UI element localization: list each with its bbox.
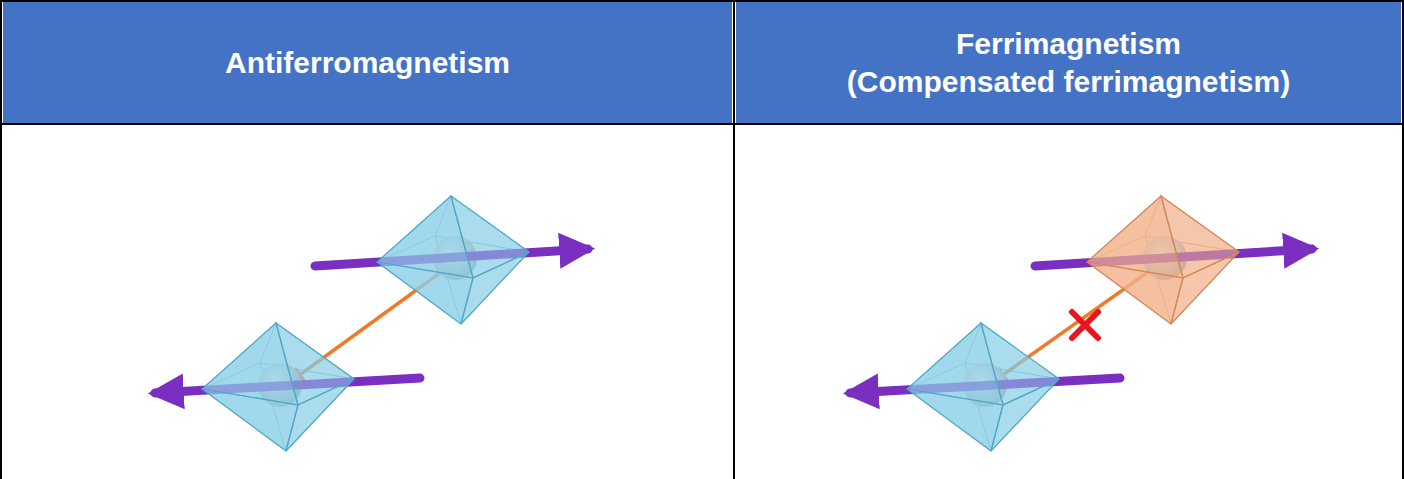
octahedron-face (907, 389, 1003, 451)
octahedron (1035, 196, 1312, 324)
header-text: Ferrimagnetism (956, 25, 1181, 63)
octahedron-face (202, 389, 298, 451)
octahedron-face (451, 196, 529, 278)
octahedron-face (461, 252, 529, 324)
header-cell: Ferrimagnetism(Compensated ferrimagnetis… (736, 2, 1401, 123)
octahedron-face (276, 323, 354, 405)
octahedron (850, 323, 1120, 451)
octahedron-face (1087, 262, 1183, 324)
octahedron-face (991, 379, 1059, 451)
octahedron-face (286, 379, 354, 451)
octahedron-face (377, 262, 473, 324)
octahedron (155, 323, 420, 451)
header-text: Antiferromagnetism (225, 44, 510, 82)
octahedron-face (1171, 252, 1239, 324)
header-cell: Antiferromagnetism (3, 2, 732, 123)
octahedron (315, 196, 588, 324)
octahedron-face (981, 323, 1059, 405)
header-text: (Compensated ferrimagnetism) (847, 63, 1290, 101)
red-cross (1072, 312, 1098, 338)
octahedron-face (1161, 196, 1239, 278)
